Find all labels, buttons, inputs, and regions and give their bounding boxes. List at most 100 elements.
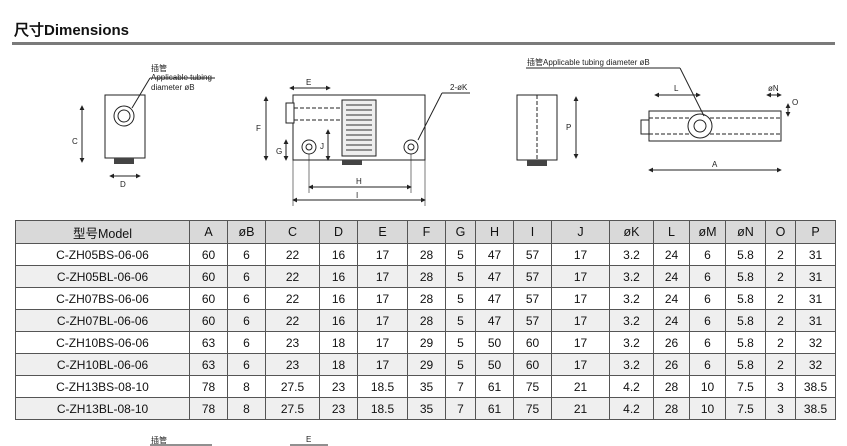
value-cell: 24 [653,265,690,288]
stub-dim-e: E [306,435,311,444]
value-cell: 6 [227,309,266,332]
header-b: øB [227,220,266,244]
model-cell: C-ZH13BL-08-10 [15,397,190,420]
front-tubing-label-cn: 插管 [151,63,167,73]
model-cell: C-ZH07BL-06-06 [15,309,190,332]
value-cell: 23 [319,397,358,420]
value-cell: 17 [551,287,610,310]
dimensions-table: 型号Model A øB C D E F G H I J øK L øM øN … [15,220,836,420]
value-cell: 6 [227,243,266,266]
value-cell: 3 [765,397,796,420]
value-cell: 35 [407,375,446,398]
value-cell: 31 [795,287,836,310]
side-dim-h: H [356,177,362,186]
value-cell: 28 [653,397,690,420]
value-cell: 18.5 [357,375,408,398]
value-cell: 60 [189,243,228,266]
value-cell: 29 [407,353,446,376]
value-cell: 21 [551,375,610,398]
header-p: P [795,220,836,244]
value-cell: 7 [445,375,476,398]
value-cell: 17 [357,309,408,332]
header-l: L [653,220,690,244]
value-cell: 5 [445,331,476,354]
value-cell: 60 [189,309,228,332]
side-dim-f: F [256,124,261,133]
front-view-drawing: 插管 Applicable tubing diameter øB C D [72,63,215,189]
value-cell: 63 [189,331,228,354]
value-cell: 22 [265,309,320,332]
dimension-drawings: 插管 Applicable tubing diameter øB C D [72,57,798,206]
header-i: I [513,220,552,244]
front-tubing-label-en-2: diameter øB [151,83,195,92]
model-cell: C-ZH10BL-06-06 [15,353,190,376]
value-cell: 18 [319,331,358,354]
front-dim-d: D [120,180,126,189]
value-cell: 47 [475,287,514,310]
header-j: J [551,220,610,244]
value-cell: 47 [475,243,514,266]
value-cell: 5.8 [725,331,766,354]
value-cell: 38.5 [795,375,836,398]
value-cell: 28 [407,309,446,332]
value-cell: 7 [445,397,476,420]
value-cell: 6 [227,265,266,288]
value-cell: 5 [445,287,476,310]
top-dim-a: A [712,160,718,169]
value-cell: 27.5 [265,375,320,398]
value-cell: 50 [475,353,514,376]
value-cell: 75 [513,375,552,398]
value-cell: 5 [445,265,476,288]
value-cell: 5.8 [725,243,766,266]
value-cell: 28 [407,243,446,266]
header-g: G [445,220,476,244]
title-divider [12,42,835,45]
value-cell: 3.2 [609,353,654,376]
value-cell: 6 [227,287,266,310]
next-drawing-stub: 插管 E [150,435,328,446]
value-cell: 2 [765,243,796,266]
top-tubing-label: 插管Applicable tubing diameter øB [527,57,650,67]
value-cell: 23 [265,331,320,354]
value-cell: 3 [765,375,796,398]
value-cell: 4.2 [609,397,654,420]
model-cell: C-ZH10BS-06-06 [15,331,190,354]
value-cell: 5 [445,353,476,376]
value-cell: 10 [689,397,726,420]
value-cell: 61 [475,397,514,420]
value-cell: 5 [445,243,476,266]
value-cell: 17 [551,243,610,266]
value-cell: 60 [513,331,552,354]
value-cell: 17 [357,243,408,266]
value-cell: 3.2 [609,309,654,332]
value-cell: 29 [407,331,446,354]
value-cell: 17 [551,353,610,376]
header-h: H [475,220,514,244]
value-cell: 6 [227,331,266,354]
value-cell: 22 [265,287,320,310]
value-cell: 38.5 [795,397,836,420]
header-e: E [357,220,408,244]
value-cell: 5.8 [725,265,766,288]
page-title: 尺寸Dimensions [14,22,130,39]
value-cell: 3.2 [609,243,654,266]
value-cell: 47 [475,309,514,332]
value-cell: 4.2 [609,375,654,398]
value-cell: 17 [551,309,610,332]
stub-tubing-label: 插管 [151,435,167,445]
header-k: øK [609,220,654,244]
value-cell: 6 [689,309,726,332]
value-cell: 63 [189,353,228,376]
value-cell: 28 [653,375,690,398]
side-dim-k: 2-øK [450,83,468,92]
value-cell: 5 [445,309,476,332]
value-cell: 57 [513,287,552,310]
header-n: øN [725,220,766,244]
value-cell: 6 [689,243,726,266]
header-f: F [407,220,446,244]
